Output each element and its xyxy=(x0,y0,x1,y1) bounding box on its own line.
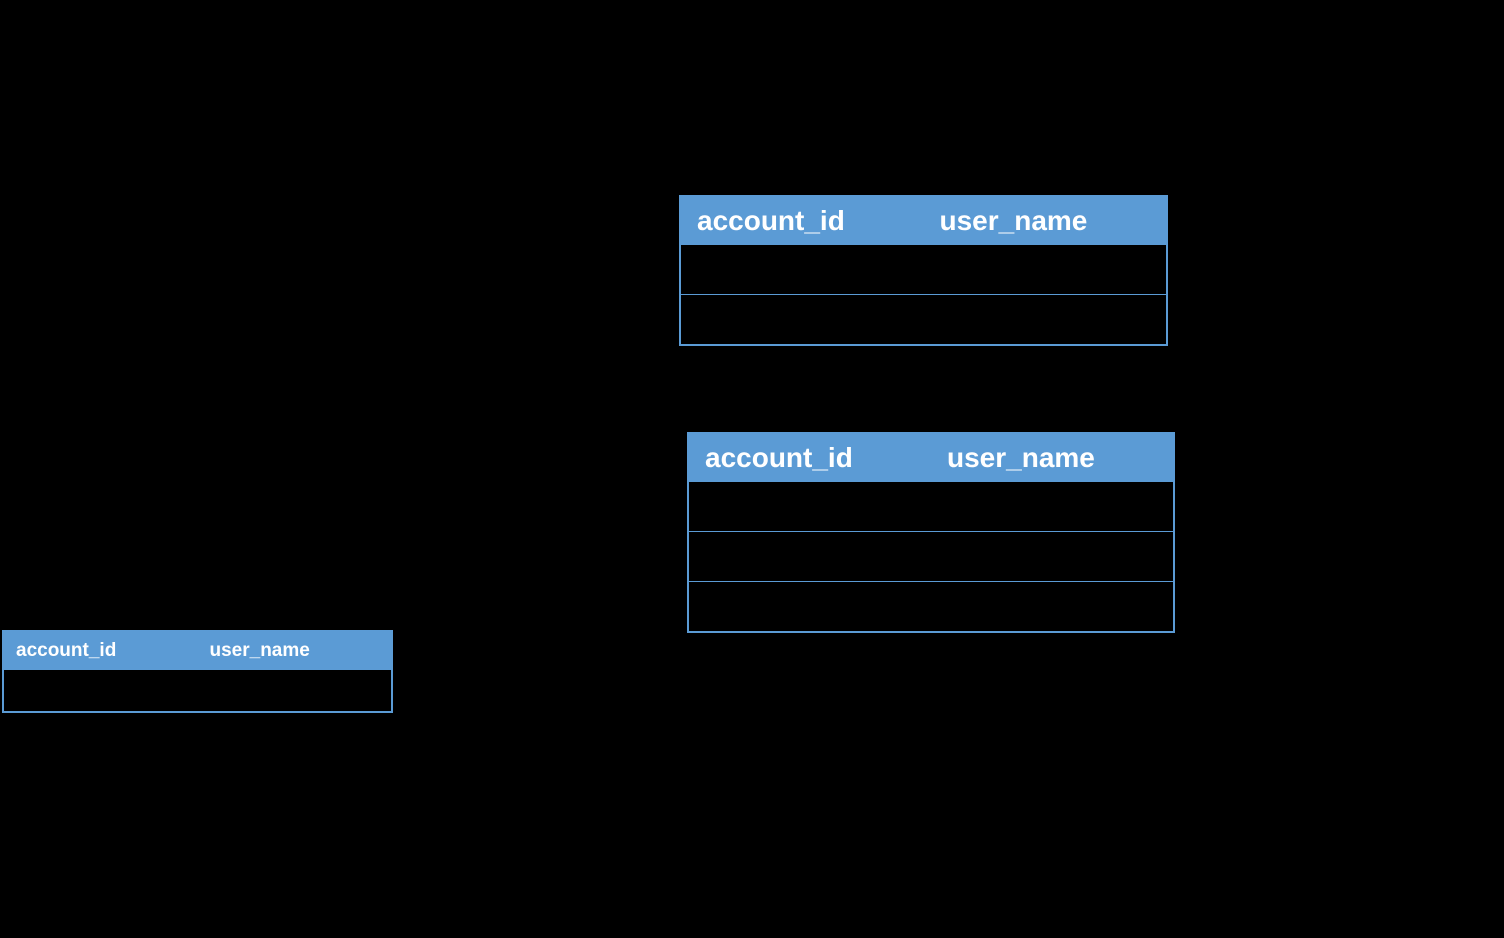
table-header-row: account_id user_name xyxy=(4,632,391,670)
column-header-account-id: account_id xyxy=(697,205,845,236)
table-body xyxy=(689,482,1173,631)
table-body xyxy=(4,670,391,711)
table-top-right: account_id user_name xyxy=(679,195,1168,346)
table-row xyxy=(681,245,1166,294)
table-row xyxy=(689,482,1173,531)
table-middle-right: account_id user_name xyxy=(687,432,1175,633)
table-body xyxy=(681,245,1166,344)
column-header-user-name: user_name xyxy=(209,640,310,661)
table-row xyxy=(4,670,391,711)
table-row xyxy=(689,531,1173,581)
table-row xyxy=(689,581,1173,631)
table-row xyxy=(681,294,1166,344)
table-header-row: account_id user_name xyxy=(689,434,1173,482)
column-header-account-id: account_id xyxy=(705,442,853,473)
table-bottom-left: account_id user_name xyxy=(2,630,393,713)
column-header-user-name: user_name xyxy=(947,442,1095,473)
column-header-account-id: account_id xyxy=(16,640,117,661)
column-header-user-name: user_name xyxy=(939,205,1088,236)
table-header-row: account_id user_name xyxy=(681,197,1166,245)
